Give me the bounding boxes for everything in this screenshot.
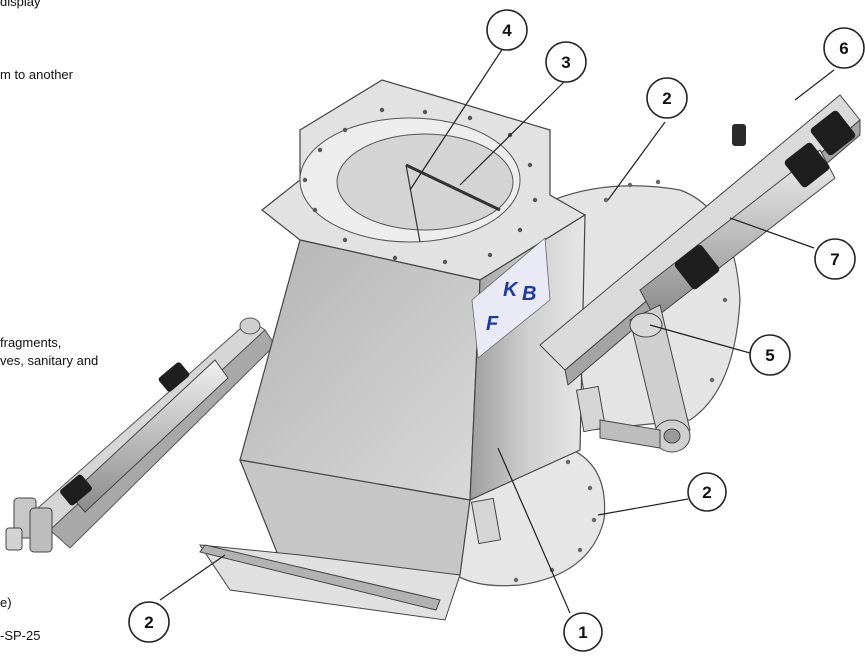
crank-lever — [599, 304, 691, 453]
text-fragment-fragments: fragments, — [0, 335, 62, 350]
callout-7: 7 — [814, 238, 856, 280]
callout-1: 1 — [563, 612, 603, 652]
callout-4: 4 — [486, 9, 528, 51]
kfb-logo: K F B — [471, 237, 551, 359]
svg-text:4: 4 — [502, 21, 512, 40]
text-fragment-another: m to another — [0, 67, 73, 82]
callout-5: 5 — [749, 334, 791, 376]
valve-body — [198, 213, 607, 621]
svg-text:7: 7 — [830, 250, 839, 269]
callout-2-right: 2 — [687, 472, 727, 512]
svg-text:3: 3 — [561, 53, 570, 72]
svg-text:2: 2 — [144, 613, 153, 632]
text-fragment-sp25: -SP-25 — [0, 628, 41, 643]
callout-3: 3 — [545, 41, 587, 83]
text-fragment-display: display — [0, 0, 41, 9]
callout-2-left: 2 — [128, 601, 170, 643]
svg-text:2: 2 — [702, 483, 711, 502]
left-actuator-assembly — [5, 317, 276, 553]
logo-letter-b: B — [522, 283, 536, 305]
callout-2-top: 2 — [646, 77, 688, 119]
svg-text:6: 6 — [839, 39, 848, 58]
top-flange-plate — [261, 79, 587, 281]
svg-text:1: 1 — [578, 623, 587, 642]
leader-lines — [159, 44, 835, 614]
callout-6: 6 — [823, 27, 865, 69]
text-fragment-sanitary: ves, sanitary and — [0, 353, 99, 368]
svg-text:2: 2 — [662, 89, 671, 108]
logo-letter-k: K — [503, 279, 519, 301]
logo-letter-f: F — [486, 313, 499, 335]
text-fragment-e: e) — [0, 595, 12, 610]
svg-text:5: 5 — [765, 346, 774, 365]
